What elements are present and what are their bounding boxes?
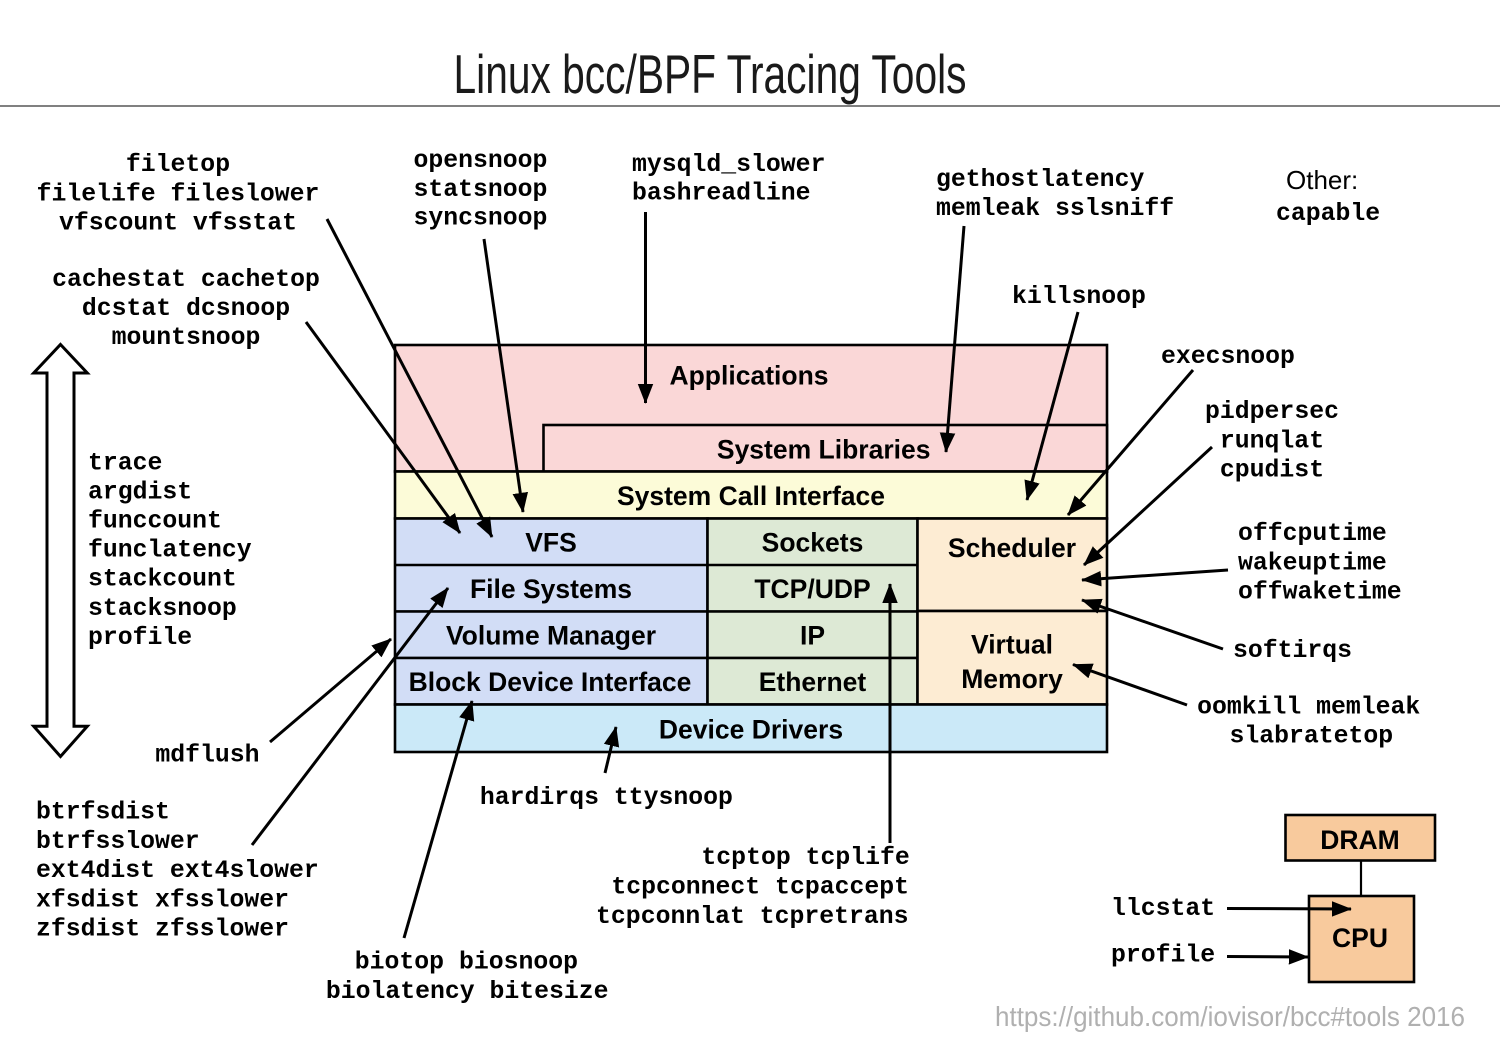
svg-text:Block Device Interface: Block Device Interface: [409, 667, 692, 697]
svg-text:btrfsdist: btrfsdist: [36, 799, 170, 827]
svg-text:hardirqs ttysnoop: hardirqs ttysnoop: [480, 784, 733, 812]
svg-text:llcstat: llcstat: [1111, 895, 1215, 923]
svg-text:opensnoop: opensnoop: [414, 147, 548, 175]
svg-text:VFS: VFS: [525, 528, 577, 558]
svg-text:Sockets: Sockets: [762, 528, 864, 558]
svg-text:ext4dist ext4slower: ext4dist ext4slower: [36, 857, 319, 885]
svg-text:biolatency bitesize: biolatency bitesize: [326, 978, 609, 1006]
svg-text:slabratetop: slabratetop: [1229, 723, 1393, 751]
svg-text:IP: IP: [800, 621, 825, 651]
svg-text:wakeuptime: wakeuptime: [1238, 549, 1387, 577]
svg-text:filetop: filetop: [126, 151, 230, 179]
svg-text:Device Drivers: Device Drivers: [659, 714, 843, 744]
svg-text:oomkill memleak: oomkill memleak: [1197, 693, 1420, 721]
svg-text:vfscount vfsstat: vfscount vfsstat: [59, 210, 297, 238]
svg-text:dcstat dcsnoop: dcstat dcsnoop: [82, 295, 290, 323]
svg-text:gethostlatency: gethostlatency: [936, 166, 1144, 194]
svg-text:offcputime: offcputime: [1238, 520, 1387, 548]
svg-text:stackcount: stackcount: [88, 566, 237, 594]
svg-text:profile: profile: [88, 624, 192, 652]
svg-text:zfsdist zfsslower: zfsdist zfsslower: [36, 916, 289, 944]
svg-text:softirqs: softirqs: [1233, 637, 1352, 665]
svg-text:mountsnoop: mountsnoop: [112, 324, 261, 352]
svg-text:profile: profile: [1111, 942, 1215, 970]
svg-text:filelife fileslower: filelife fileslower: [37, 181, 320, 209]
svg-text:TCP/UDP: TCP/UDP: [754, 574, 870, 604]
svg-text:statsnoop: statsnoop: [414, 176, 548, 204]
svg-text:pidpersec: pidpersec: [1205, 398, 1339, 426]
svg-text:Memory: Memory: [961, 664, 1063, 694]
svg-text:Ethernet: Ethernet: [759, 667, 867, 697]
svg-text:argdist: argdist: [88, 478, 192, 506]
svg-text:stacksnoop: stacksnoop: [88, 595, 237, 623]
svg-text:tcptop tcplife: tcptop tcplife: [701, 844, 909, 872]
svg-text:https://github.com/iovisor/bcc: https://github.com/iovisor/bcc#tools 201…: [995, 1001, 1465, 1032]
svg-text:btrfsslower: btrfsslower: [36, 828, 200, 856]
svg-text:CPU: CPU: [1332, 923, 1388, 953]
svg-text:cachestat cachetop: cachestat cachetop: [52, 266, 320, 294]
svg-text:tcpconnlat tcpretrans: tcpconnlat tcpretrans: [596, 903, 909, 931]
svg-text:xfsdist xfsslower: xfsdist xfsslower: [36, 886, 289, 914]
svg-text:execsnoop: execsnoop: [1161, 343, 1295, 371]
svg-text:offwaketime: offwaketime: [1238, 579, 1402, 607]
svg-text:funccount: funccount: [88, 508, 222, 536]
svg-text:File Systems: File Systems: [470, 574, 632, 604]
svg-text:killsnoop: killsnoop: [1012, 283, 1146, 311]
svg-text:Volume Manager: Volume Manager: [446, 621, 656, 651]
svg-text:Applications: Applications: [669, 361, 828, 391]
svg-text:Scheduler: Scheduler: [948, 533, 1076, 563]
svg-text:System Call Interface: System Call Interface: [617, 481, 885, 511]
svg-text:DRAM: DRAM: [1320, 825, 1400, 855]
svg-text:bashreadline: bashreadline: [632, 180, 811, 208]
svg-text:mdflush: mdflush: [155, 742, 259, 770]
svg-text:tcpconnect tcpaccept: tcpconnect tcpaccept: [611, 874, 909, 902]
svg-text:System Libraries: System Libraries: [717, 435, 931, 465]
svg-text:memleak sslsniff: memleak sslsniff: [936, 195, 1174, 223]
svg-text:trace: trace: [88, 449, 162, 477]
svg-text:runqlat: runqlat: [1220, 427, 1324, 455]
svg-text:mysqld_slower: mysqld_slower: [632, 151, 825, 179]
svg-text:syncsnoop: syncsnoop: [414, 205, 548, 233]
svg-text:Virtual: Virtual: [971, 630, 1053, 660]
svg-text:Other:: Other:: [1286, 165, 1358, 195]
svg-text:capable: capable: [1276, 200, 1380, 228]
svg-text:biotop biosnoop: biotop biosnoop: [355, 949, 578, 977]
svg-text:funclatency: funclatency: [88, 537, 252, 565]
svg-text:cpudist: cpudist: [1220, 457, 1324, 485]
svg-text:Linux bcc/BPF Tracing Tools: Linux bcc/BPF Tracing Tools: [454, 43, 967, 105]
